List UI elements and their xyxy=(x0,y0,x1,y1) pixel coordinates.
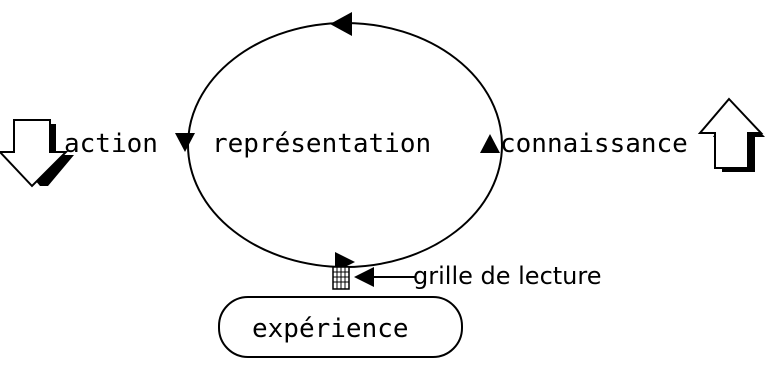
hollow-up-arrow-icon xyxy=(697,97,765,172)
cycle-top-arrow-icon xyxy=(330,12,352,36)
experience-label: expérience xyxy=(252,314,409,344)
cycle-left-down-arrow-icon xyxy=(175,133,195,152)
representation-label: représentation xyxy=(212,129,431,159)
grille-arrow-icon xyxy=(354,267,374,287)
action-label: action xyxy=(64,129,158,159)
grid-icon xyxy=(332,266,350,290)
connaissance-label: connaissance xyxy=(500,129,688,159)
hollow-down-arrow-icon xyxy=(0,119,74,188)
grille-label: grille de lecture xyxy=(413,262,601,290)
experience-box xyxy=(218,296,463,358)
cycle-right-up-arrow-icon xyxy=(480,134,500,153)
